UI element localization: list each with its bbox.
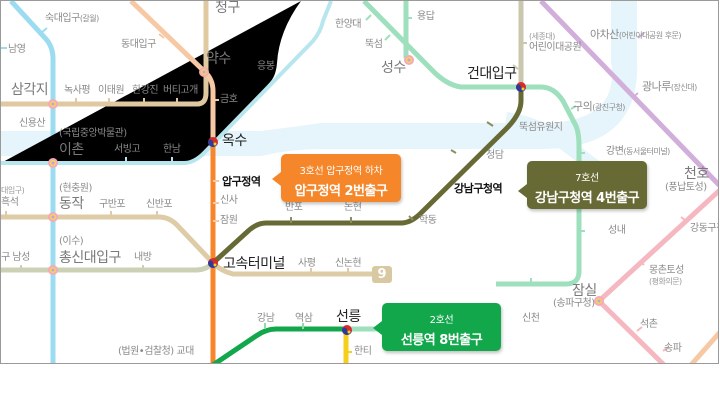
callout-line: 7호선 bbox=[575, 173, 599, 184]
station-eungbong[interactable]: 응봉 bbox=[257, 61, 275, 72]
station-jamsil-sub: (송파구청) bbox=[553, 298, 595, 309]
subway-lines bbox=[1, 1, 718, 363]
station-seobinggo[interactable]: 서빙고 bbox=[114, 144, 141, 155]
station-seolleung[interactable]: 선릉 bbox=[336, 309, 361, 325]
callout-gangnam-gu-office: 7호선 강남구청역 4번출구 bbox=[518, 161, 647, 209]
station-namseong[interactable]: 구 남성 bbox=[1, 253, 30, 263]
station-gwangnaru[interactable]: 광나루(장신대) bbox=[642, 81, 697, 93]
callout-line: 3호선 압구정역 하차 bbox=[299, 166, 383, 177]
station-childrens-park[interactable]: 어린이대공원 bbox=[529, 42, 582, 53]
station-dongdae[interactable]: 동대입구 bbox=[121, 39, 156, 50]
station-gubanpo[interactable]: 구반포 bbox=[99, 199, 126, 210]
station-childrens-park-sub: (세종대) bbox=[529, 32, 555, 41]
station-yaksu[interactable]: 약수 bbox=[206, 51, 231, 67]
callout-exit: 선릉역 8번출구 bbox=[400, 333, 483, 348]
station-hanti[interactable]: 한티 bbox=[354, 346, 372, 357]
station-gangbyeon[interactable]: 강변(동서울터미널) bbox=[606, 147, 670, 157]
station-gangnam-gu-office[interactable]: 강남구청역 bbox=[454, 182, 503, 195]
station-dongjak[interactable]: 동작 bbox=[59, 196, 84, 212]
station-subname: (장신대) bbox=[670, 83, 697, 92]
station-geumho[interactable]: 금호 bbox=[220, 94, 238, 105]
station-jamwon[interactable]: 잠원 bbox=[220, 215, 238, 226]
station-cheonggu[interactable]: 청구 bbox=[215, 0, 240, 16]
station-name: 강변 bbox=[606, 146, 624, 157]
station-subname: (어린이대공원 후문) bbox=[618, 31, 682, 40]
station-itaewon[interactable]: 이태원 bbox=[98, 85, 125, 96]
station-namyeong[interactable]: 남영 bbox=[8, 44, 26, 55]
station-jamsil[interactable]: 잠실 bbox=[572, 283, 597, 299]
station-yeoksam[interactable]: 역삼 bbox=[295, 313, 313, 324]
station-subname: (갈월) bbox=[79, 14, 99, 23]
station-subname: (광진구청) bbox=[592, 103, 625, 112]
station-banpo[interactable]: 반포 bbox=[285, 202, 303, 213]
station-sookdae[interactable]: 숙대입구(갈월) bbox=[45, 14, 99, 24]
station-mongchontoseong[interactable]: 몽촌토성 bbox=[649, 265, 684, 276]
station-chongshin-left: 대입구) bbox=[1, 186, 25, 195]
station-hannam[interactable]: 한남 bbox=[163, 144, 181, 155]
callout-apgujeong: 3호선 압구정역 하차 압구정역 2번출구 bbox=[272, 154, 401, 202]
station-express-bus-terminal[interactable]: 고속터미널 bbox=[223, 256, 285, 272]
callout-seolleung: 2호선 선릉역 8번출구 bbox=[373, 303, 501, 351]
callout-tail bbox=[518, 184, 527, 198]
station-cheonho-sub: (풍납토성) bbox=[665, 182, 707, 193]
station-sinbanpo[interactable]: 신반포 bbox=[146, 199, 173, 210]
subway-map: 숙대입구(갈월) 남영 동대입구 청구 약수 금호 응봉 삼각지 녹사평 이태원… bbox=[0, 0, 719, 364]
station-guui[interactable]: 구의(광진구청) bbox=[573, 101, 625, 113]
station-isu-sub: (이수) bbox=[59, 236, 84, 247]
station-sinyongsan[interactable]: 신용산 bbox=[19, 118, 46, 129]
station-nonhyeon[interactable]: 논현 bbox=[344, 202, 362, 213]
station-ichon-sub: (국립중앙박물관) bbox=[59, 128, 127, 139]
station-oksu[interactable]: 옥수 bbox=[222, 133, 247, 149]
station-yongdap[interactable]: 용답 bbox=[417, 11, 435, 22]
station-sinnonhyeon[interactable]: 신논현 bbox=[335, 258, 362, 269]
station-noksapyeong[interactable]: 녹사평 bbox=[64, 85, 91, 96]
station-heukseok[interactable]: 흑석 bbox=[1, 197, 19, 208]
station-songpa[interactable]: 송파 bbox=[664, 343, 682, 354]
station-ichon[interactable]: 이촌 bbox=[59, 142, 84, 158]
callout-tail bbox=[272, 172, 281, 186]
station-gangnam[interactable]: 강남 bbox=[257, 313, 275, 324]
callout-tail bbox=[373, 321, 382, 335]
station-gangdong-gu-office[interactable]: 강동구청 bbox=[690, 223, 718, 234]
station-beotigogae[interactable]: 버티고개 bbox=[163, 85, 198, 96]
callout-exit: 압구정역 2번출구 bbox=[294, 184, 388, 199]
station-sincheon[interactable]: 신천 bbox=[522, 313, 540, 324]
station-subname: (동서울터미널) bbox=[623, 147, 670, 156]
station-hakdong[interactable]: 학동 bbox=[419, 215, 437, 226]
station-dongjak-sub: (현충원) bbox=[59, 183, 92, 194]
station-name: 아차산 bbox=[590, 28, 619, 41]
station-seongsu[interactable]: 성수 bbox=[381, 60, 406, 76]
station-ttukseom[interactable]: 뚝섬 bbox=[365, 39, 383, 50]
station-sapyeong[interactable]: 사평 bbox=[298, 258, 316, 269]
station-prefix: 구 bbox=[1, 252, 10, 263]
station-name: 구의 bbox=[573, 100, 593, 113]
station-achasan[interactable]: 아차산(어린이대공원 후문) bbox=[590, 28, 682, 41]
callout-exit: 강남구청역 4번출구 bbox=[534, 191, 640, 206]
station-hangangjin[interactable]: 한강진 bbox=[132, 85, 159, 96]
station-cheongdam[interactable]: 청담 bbox=[486, 150, 504, 161]
station-name: 숙대입구 bbox=[45, 13, 80, 24]
station-name: 남성 bbox=[12, 252, 30, 263]
station-chongshin[interactable]: 총신대입구 bbox=[59, 250, 121, 266]
station-samgakji[interactable]: 삼각지 bbox=[11, 82, 49, 98]
station-mongchontoseong-sub: (평화의문) bbox=[649, 277, 682, 286]
station-naebang[interactable]: 내방 bbox=[134, 252, 152, 263]
station-kyodae[interactable]: (법원•검찰청) 교대 bbox=[118, 346, 194, 357]
station-apgujeong[interactable]: 압구정역 bbox=[222, 175, 261, 188]
station-seongnae[interactable]: 성내 bbox=[608, 225, 626, 236]
station-konkuk[interactable]: 건대입구 bbox=[467, 66, 517, 82]
station-ttukseom-park[interactable]: 뚝섬유원지 bbox=[519, 122, 563, 133]
station-hanyangdae[interactable]: 한양대 bbox=[335, 19, 362, 30]
callout-line: 2호선 bbox=[429, 315, 454, 326]
station-sinsa[interactable]: 신사 bbox=[220, 195, 238, 206]
station-name: 광나루 bbox=[642, 80, 671, 93]
line9-badge: 9 bbox=[372, 266, 392, 283]
transfer-station-markers bbox=[48, 55, 604, 335]
station-seokchon[interactable]: 석촌 bbox=[640, 319, 658, 330]
station-cheonho[interactable]: 천호 bbox=[684, 166, 709, 182]
